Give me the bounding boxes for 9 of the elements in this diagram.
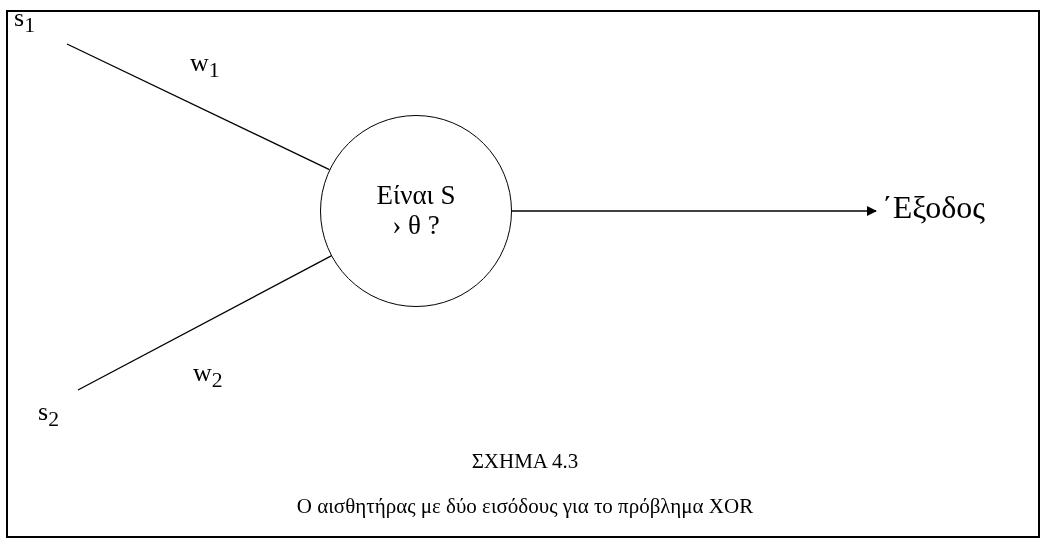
input-label: s$_{1}$ bbox=[14, 4, 35, 38]
figure-caption: Ο αισθητήρας με δύο εισόδους για το πρόβλημα XOR bbox=[296, 494, 754, 519]
input-label: s$_{2}$ bbox=[38, 398, 59, 432]
node-text: Είναι S › θ ? bbox=[375, 181, 457, 241]
figure-title: ΣΧΗΜΑ 4.3 bbox=[471, 449, 579, 474]
arrow bbox=[511, 206, 877, 216]
output-label: ΄Εξοδος bbox=[882, 190, 986, 226]
connection-line bbox=[77, 255, 332, 391]
connection-line bbox=[66, 43, 331, 171]
